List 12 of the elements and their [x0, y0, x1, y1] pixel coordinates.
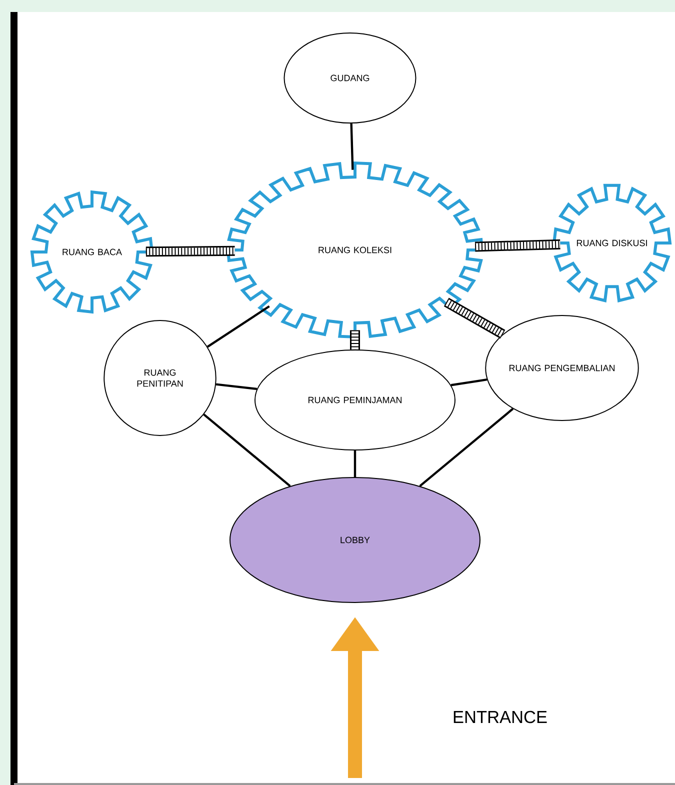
connector-line	[419, 408, 514, 487]
hatched-connector	[474, 239, 560, 252]
connector-line	[206, 305, 270, 348]
connector-line	[450, 378, 488, 386]
connector-line	[216, 383, 258, 390]
connector-line	[354, 450, 356, 477]
connector-line	[203, 414, 291, 487]
entrance-label: ENTRANCE	[454, 710, 547, 724]
hatched-connector	[444, 298, 506, 339]
connector-line	[350, 123, 354, 170]
hatched-connector	[146, 246, 235, 257]
hatched-connector	[350, 330, 360, 350]
